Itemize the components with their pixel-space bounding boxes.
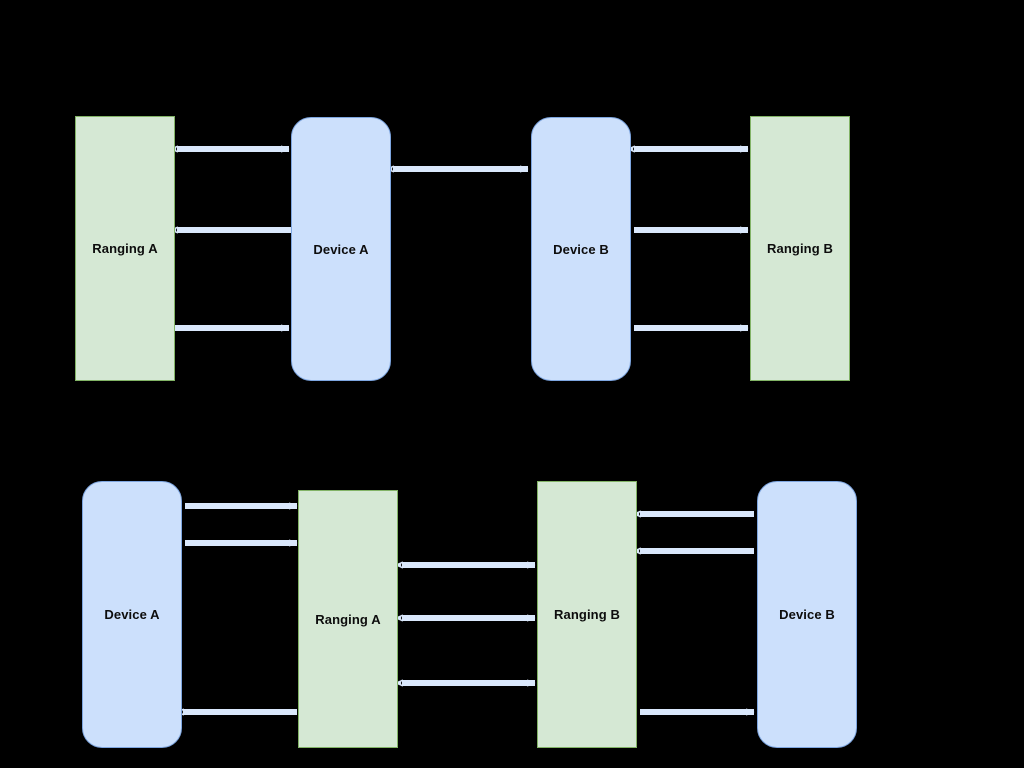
node-label: Ranging B xyxy=(554,607,620,622)
node-bot-device-b[interactable]: Device B xyxy=(757,481,857,748)
node-top-ranging-a[interactable]: Ranging A xyxy=(75,116,175,381)
node-label: Device A xyxy=(104,607,160,622)
node-label: Ranging A xyxy=(315,611,381,627)
node-top-device-b[interactable]: Device B xyxy=(531,117,631,381)
node-label: Ranging B xyxy=(767,241,833,256)
node-bot-ranging-b[interactable]: Ranging B xyxy=(537,481,637,748)
node-label: Device B xyxy=(553,241,609,257)
node-top-device-a[interactable]: Device A xyxy=(291,117,391,381)
node-bot-ranging-a[interactable]: Ranging A xyxy=(298,490,398,748)
node-label: Ranging A xyxy=(92,241,158,256)
node-bot-device-a[interactable]: Device A xyxy=(82,481,182,748)
node-label: Device B xyxy=(779,607,835,622)
node-label: Device A xyxy=(313,241,369,257)
node-top-ranging-b[interactable]: Ranging B xyxy=(750,116,850,381)
